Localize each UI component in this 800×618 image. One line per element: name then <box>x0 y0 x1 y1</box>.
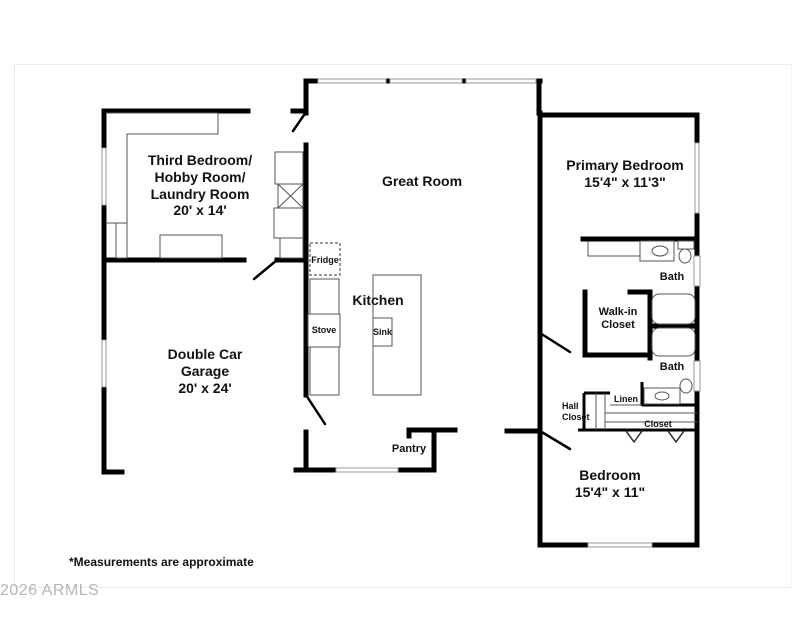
room-label-pantry: Pantry <box>391 443 427 455</box>
room-label-bedroom: Bedroom 15'4" x 11" <box>574 467 646 500</box>
fixtures <box>106 112 697 430</box>
fridge-outline <box>309 242 341 276</box>
walls <box>101 78 700 548</box>
windows <box>101 78 701 548</box>
copyright-watermark: 2026 ARMLS <box>0 582 100 599</box>
room-label-garage: Double Car Garage 20' x 24' <box>167 346 243 396</box>
room-label-primary-bedroom: Primary Bedroom 15'4" x 11'3" <box>566 157 684 190</box>
room-label-linen: Linen <box>614 394 638 404</box>
fixture-label-stove: Stove <box>311 325 337 335</box>
fixture-label-fridge: Fridge <box>311 255 339 265</box>
room-label-kitchen: Kitchen <box>352 292 404 308</box>
room-label-bath-hall: Bath <box>659 361 685 373</box>
plan-frame <box>14 64 792 588</box>
room-label-third-bedroom: Third Bedroom/ Hobby Room/ Laundry Room … <box>147 152 253 219</box>
room-label-hall-closet: Hall Closet <box>562 401 590 422</box>
room-label-closet: Closet <box>644 419 672 429</box>
doors <box>252 113 572 451</box>
thin-walls <box>578 382 697 432</box>
room-label-walk-in-closet: Walk-in Closet <box>598 306 638 332</box>
fixture-label-sink: Sink <box>372 327 392 337</box>
room-label-bath-primary: Bath <box>659 271 685 283</box>
room-label-great-room: Great Room <box>381 173 463 189</box>
closet-doors <box>625 430 685 444</box>
measurement-note: *Measurements are approximate <box>69 555 254 569</box>
